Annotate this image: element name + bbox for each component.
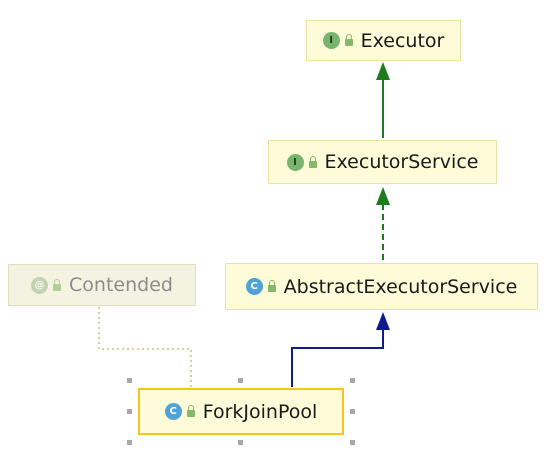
- lock-icon: [344, 34, 353, 46]
- node-contended-label: Contended: [69, 274, 173, 296]
- selection-handle-top-right[interactable]: [350, 378, 355, 383]
- annotation-icon: @: [31, 276, 49, 294]
- class-icon: C: [245, 278, 263, 295]
- node-executor[interactable]: I Executor: [306, 20, 461, 61]
- selection-handle-bottom-right[interactable]: [350, 440, 355, 445]
- node-executorservice-label: ExecutorService: [324, 151, 479, 173]
- node-forkjoinpool-label: ForkJoinPool: [202, 400, 318, 423]
- arrowhead-executorservice: [376, 187, 390, 205]
- lock-icon: [186, 405, 195, 417]
- selection-handle-middle-right[interactable]: [350, 409, 355, 414]
- node-executor-label: Executor: [360, 29, 445, 52]
- selection-handle-middle-left[interactable]: [127, 409, 132, 414]
- arrowhead-executor: [376, 62, 390, 80]
- node-contended[interactable]: @ Contended: [8, 264, 196, 306]
- lock-icon: [308, 155, 317, 168]
- class-icon: C: [164, 403, 182, 420]
- lock-icon: [267, 280, 276, 292]
- node-forkjoinpool[interactable]: C ForkJoinPool: [138, 388, 344, 435]
- lock-icon: [53, 278, 62, 291]
- edge-forkjoinpool-abstractexecutorservice: [291, 330, 384, 387]
- node-abstractexecutorservice[interactable]: C AbstractExecutorService: [225, 263, 538, 310]
- interface-icon: I: [286, 153, 304, 171]
- interface-icon: I: [322, 32, 340, 49]
- selection-handle-top-left[interactable]: [127, 378, 132, 383]
- edge-forkjoinpool-contended: [98, 306, 192, 387]
- selection-handle-bottom-center[interactable]: [238, 440, 243, 445]
- node-executorservice[interactable]: I ExecutorService: [268, 140, 497, 184]
- selection-handle-bottom-left[interactable]: [127, 440, 132, 445]
- selection-handle-top-center[interactable]: [238, 378, 243, 383]
- arrowhead-abstractexecutorservice: [376, 312, 390, 330]
- node-abstractexecutorservice-label: AbstractExecutorService: [283, 275, 518, 298]
